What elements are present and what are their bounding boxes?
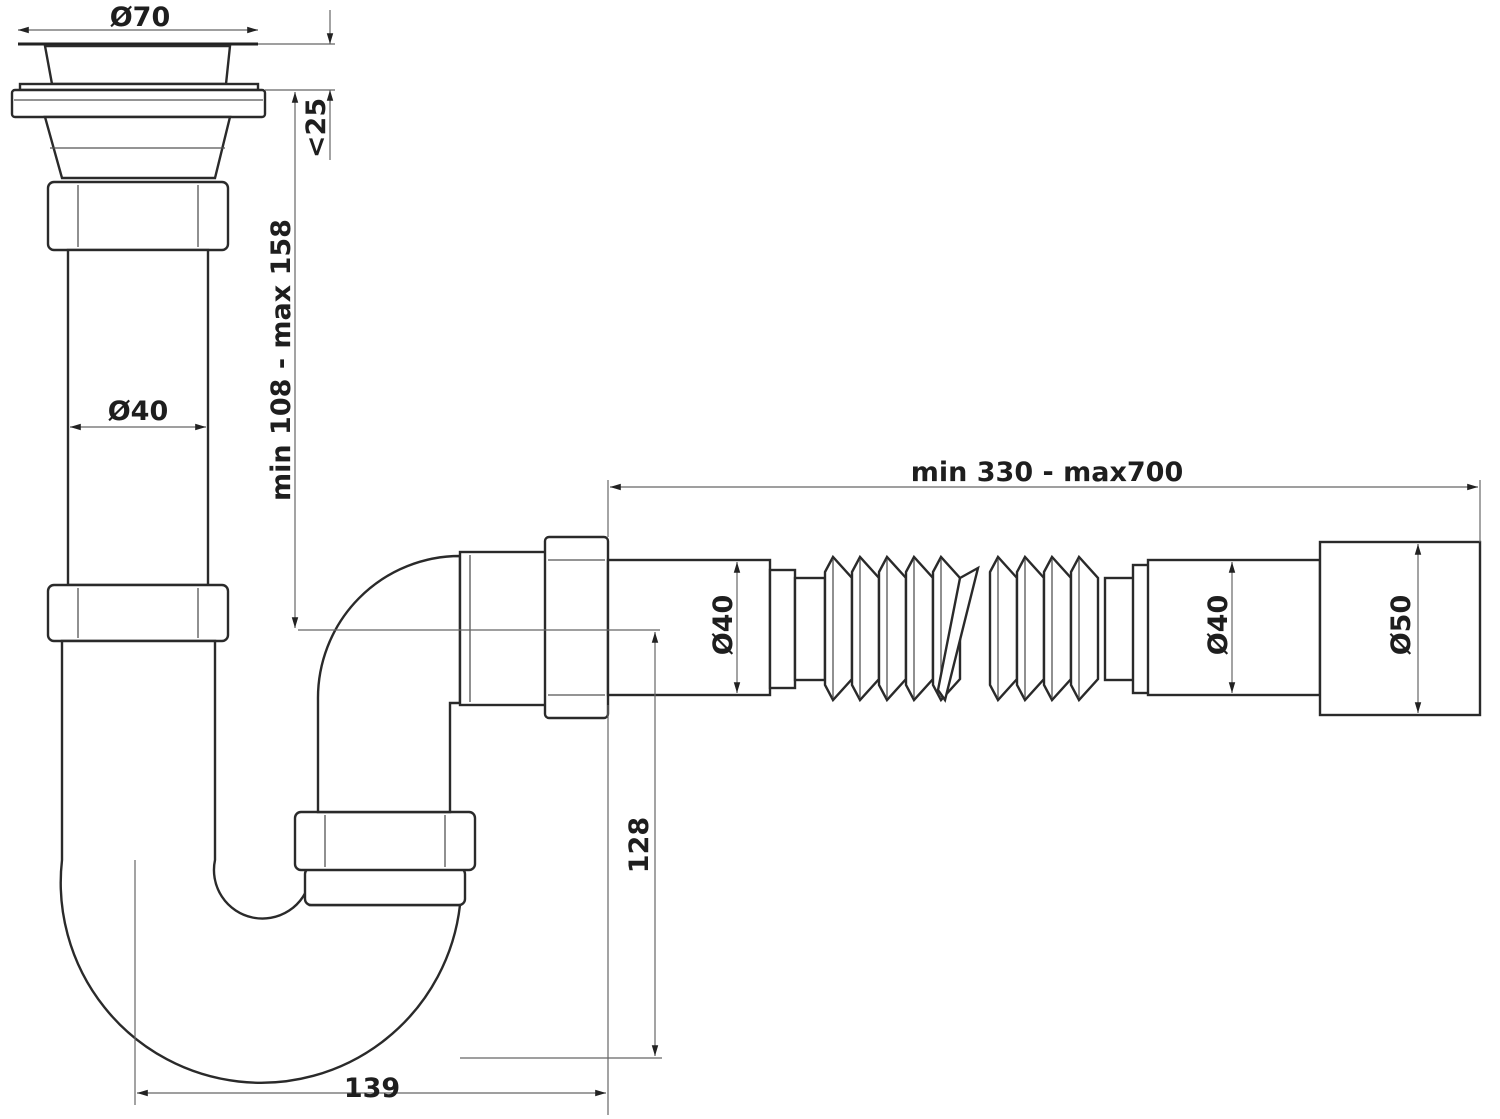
label-strainer-diameter: Ø70 (110, 2, 171, 33)
bellows-ring (823, 554, 854, 703)
label-outlet-height: 128 (624, 817, 655, 873)
bellows-ring (1042, 554, 1073, 703)
hose-break-mark (936, 565, 980, 703)
label-hose-outlet-diameter: Ø50 (1386, 595, 1417, 656)
u-trap (59, 639, 477, 1084)
label-trap-width: 139 (344, 1073, 400, 1104)
tailpipe (46, 180, 230, 643)
label-strainer-height: <25 (301, 98, 332, 158)
bellows-ring (877, 554, 908, 703)
label-hose-length: min 330 - max700 (911, 457, 1184, 488)
label-tailpipe-diameter: Ø40 (108, 396, 169, 427)
strainer (10, 42, 267, 180)
bellows-ring (904, 554, 935, 703)
label-hose-inlet-diameter: Ø40 (708, 595, 739, 656)
elbow (316, 535, 610, 814)
hose-bellows (823, 554, 1100, 703)
dimension-lines (17, 10, 1481, 1115)
bellows-ring (850, 554, 881, 703)
bellows-ring (1069, 554, 1100, 703)
bellows-ring (988, 554, 1019, 703)
bellows-ring (1015, 554, 1046, 703)
label-hose-pipe-diameter: Ø40 (1203, 595, 1234, 656)
label-tailpipe-height: min 108 - max 158 (266, 219, 297, 501)
